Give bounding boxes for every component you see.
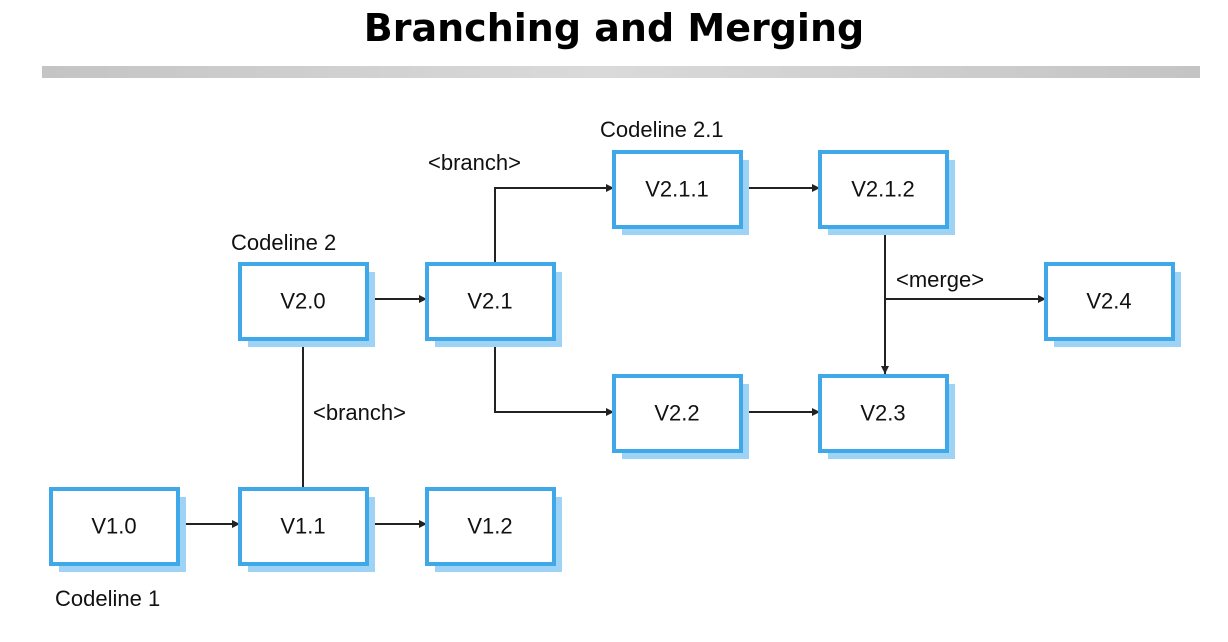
node-box bbox=[1044, 262, 1175, 341]
node-box bbox=[612, 150, 743, 229]
node-v22: V2.2 bbox=[612, 374, 749, 459]
node-label: V1.0 bbox=[91, 514, 136, 539]
node-v23: V2.3 bbox=[818, 374, 955, 459]
node-v20: V2.0 bbox=[238, 262, 375, 347]
node-label: V2.4 bbox=[1086, 289, 1131, 314]
merge-label: <merge> bbox=[896, 267, 984, 292]
node-box bbox=[425, 487, 556, 566]
node-v212: V2.1.2 bbox=[818, 150, 955, 235]
node-box bbox=[49, 487, 180, 566]
node-box bbox=[818, 150, 949, 229]
node-label: V2.1 bbox=[467, 289, 512, 314]
node-label: V2.1.2 bbox=[851, 177, 915, 202]
node-label: V2.1.1 bbox=[645, 177, 709, 202]
node-box bbox=[238, 487, 369, 566]
edges bbox=[182, 184, 1046, 528]
node-v11: V1.1 bbox=[238, 487, 375, 572]
node-label: V2.0 bbox=[280, 289, 325, 314]
node-v21: V2.1 bbox=[425, 262, 562, 347]
node-box bbox=[238, 262, 369, 341]
node-label: V1.2 bbox=[467, 514, 512, 539]
codeline-2-1-label: Codeline 2.1 bbox=[600, 117, 724, 142]
codeline-1-label: Codeline 1 bbox=[55, 586, 160, 611]
node-box bbox=[425, 262, 556, 341]
branch-label-top: <branch> bbox=[428, 150, 521, 175]
node-label: V2.2 bbox=[654, 401, 699, 426]
codeline-2-label: Codeline 2 bbox=[231, 230, 336, 255]
node-label: V2.3 bbox=[860, 401, 905, 426]
branch-label-left: <branch> bbox=[313, 400, 406, 425]
node-v12: V1.2 bbox=[425, 487, 562, 572]
node-v211: V2.1.1 bbox=[612, 150, 749, 235]
edge-v21-v211-branch bbox=[494, 184, 614, 262]
edge-v21-v22 bbox=[494, 337, 614, 416]
node-label: V1.1 bbox=[280, 514, 325, 539]
node-v10: V1.0 bbox=[49, 487, 186, 572]
node-box bbox=[612, 374, 743, 453]
node-v24: V2.4 bbox=[1044, 262, 1181, 347]
node-box bbox=[818, 374, 949, 453]
page-title: Branching and Merging bbox=[363, 6, 865, 50]
title-divider bbox=[42, 66, 1200, 78]
